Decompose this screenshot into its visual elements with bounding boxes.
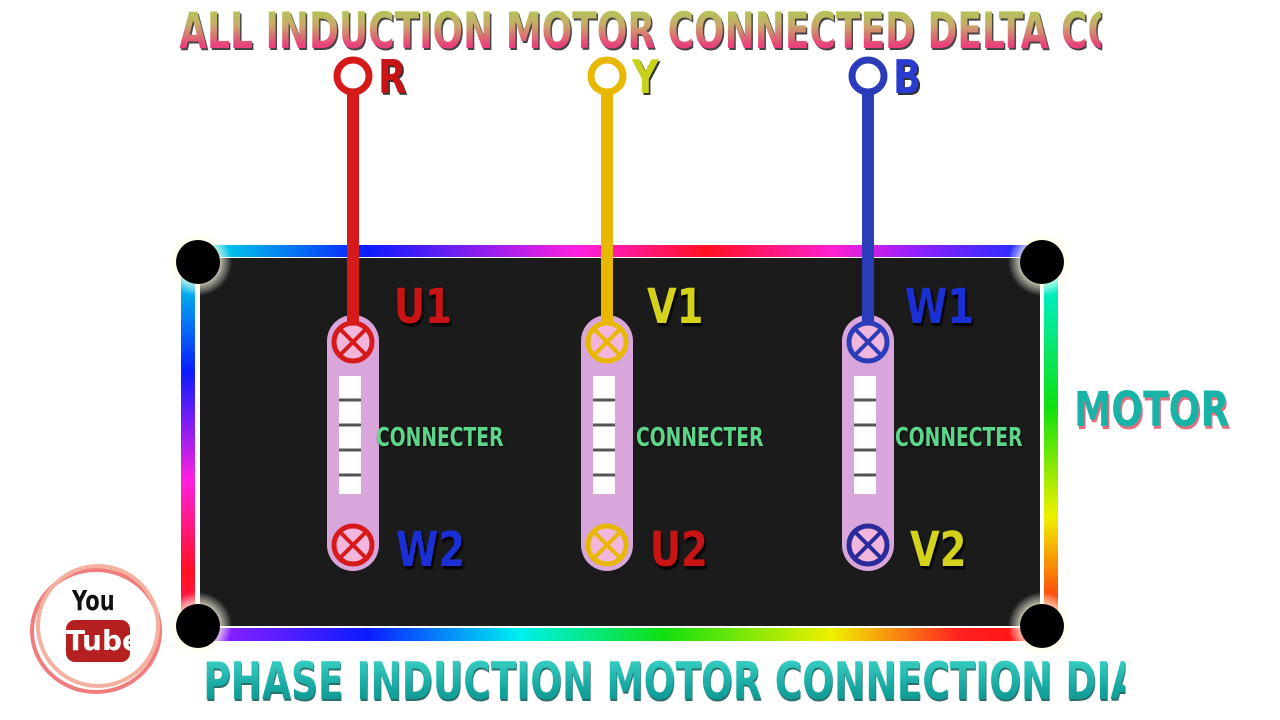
corner-bolt-icon [1020, 240, 1064, 284]
logo-ring [36, 564, 160, 688]
corner-bolt-icon [176, 604, 220, 648]
terminal-w2-label: W2 [396, 522, 466, 578]
connector-slot [339, 376, 361, 494]
terminal-cross [593, 328, 621, 356]
panel-border-top [198, 245, 1044, 257]
connector-label: CONNECTER [376, 423, 504, 453]
ring-terminal-y-icon [587, 56, 627, 96]
phase-label-r: R [378, 50, 407, 104]
phase-label-b: B [893, 50, 922, 104]
panel-border-right [1044, 262, 1058, 626]
terminal-u1-label: U1 [394, 279, 452, 335]
connector-label: CONNECTER [895, 423, 1023, 453]
panel-border-left [181, 262, 195, 626]
connector-slot [854, 376, 876, 494]
phase-label-y: Y [632, 50, 659, 104]
logo-text-tube: Tube [66, 620, 141, 662]
terminal-w1-label: W1 [905, 279, 975, 335]
terminal-u2-label: U2 [650, 522, 708, 578]
diagram-title: ALL INDUCTION MOTOR CONNECTED DELTA CONN… [179, 2, 1280, 60]
supply-wire-r [347, 90, 359, 325]
youtube-logo-icon: You Tube [30, 560, 170, 695]
corner-bolt-icon [176, 240, 220, 284]
supply-wire-y [601, 90, 613, 325]
motor-label: MOTOR [1074, 382, 1230, 438]
terminal-cross [854, 328, 882, 356]
terminal-cross [593, 531, 621, 559]
terminal-cross [339, 328, 367, 356]
logo-text-you: You [72, 584, 115, 617]
corner-bolt-icon [1020, 604, 1064, 648]
terminal-v1-label: V1 [647, 279, 704, 335]
ring-terminal-b-icon [848, 56, 888, 96]
terminal-cross [854, 531, 882, 559]
connector-label: CONNECTER [636, 423, 764, 453]
supply-wire-b [862, 90, 874, 325]
diagram-subtitle: PHASE INDUCTION MOTOR CONNECTION DIAGRAM [203, 652, 1266, 712]
panel-border-bottom [198, 628, 1044, 641]
corner-bolts [164, 228, 1076, 660]
terminal-v2-label: V2 [910, 522, 967, 578]
ring-terminal-r-icon [333, 56, 373, 96]
terminal-cross [339, 531, 367, 559]
connector-slot [593, 376, 615, 494]
